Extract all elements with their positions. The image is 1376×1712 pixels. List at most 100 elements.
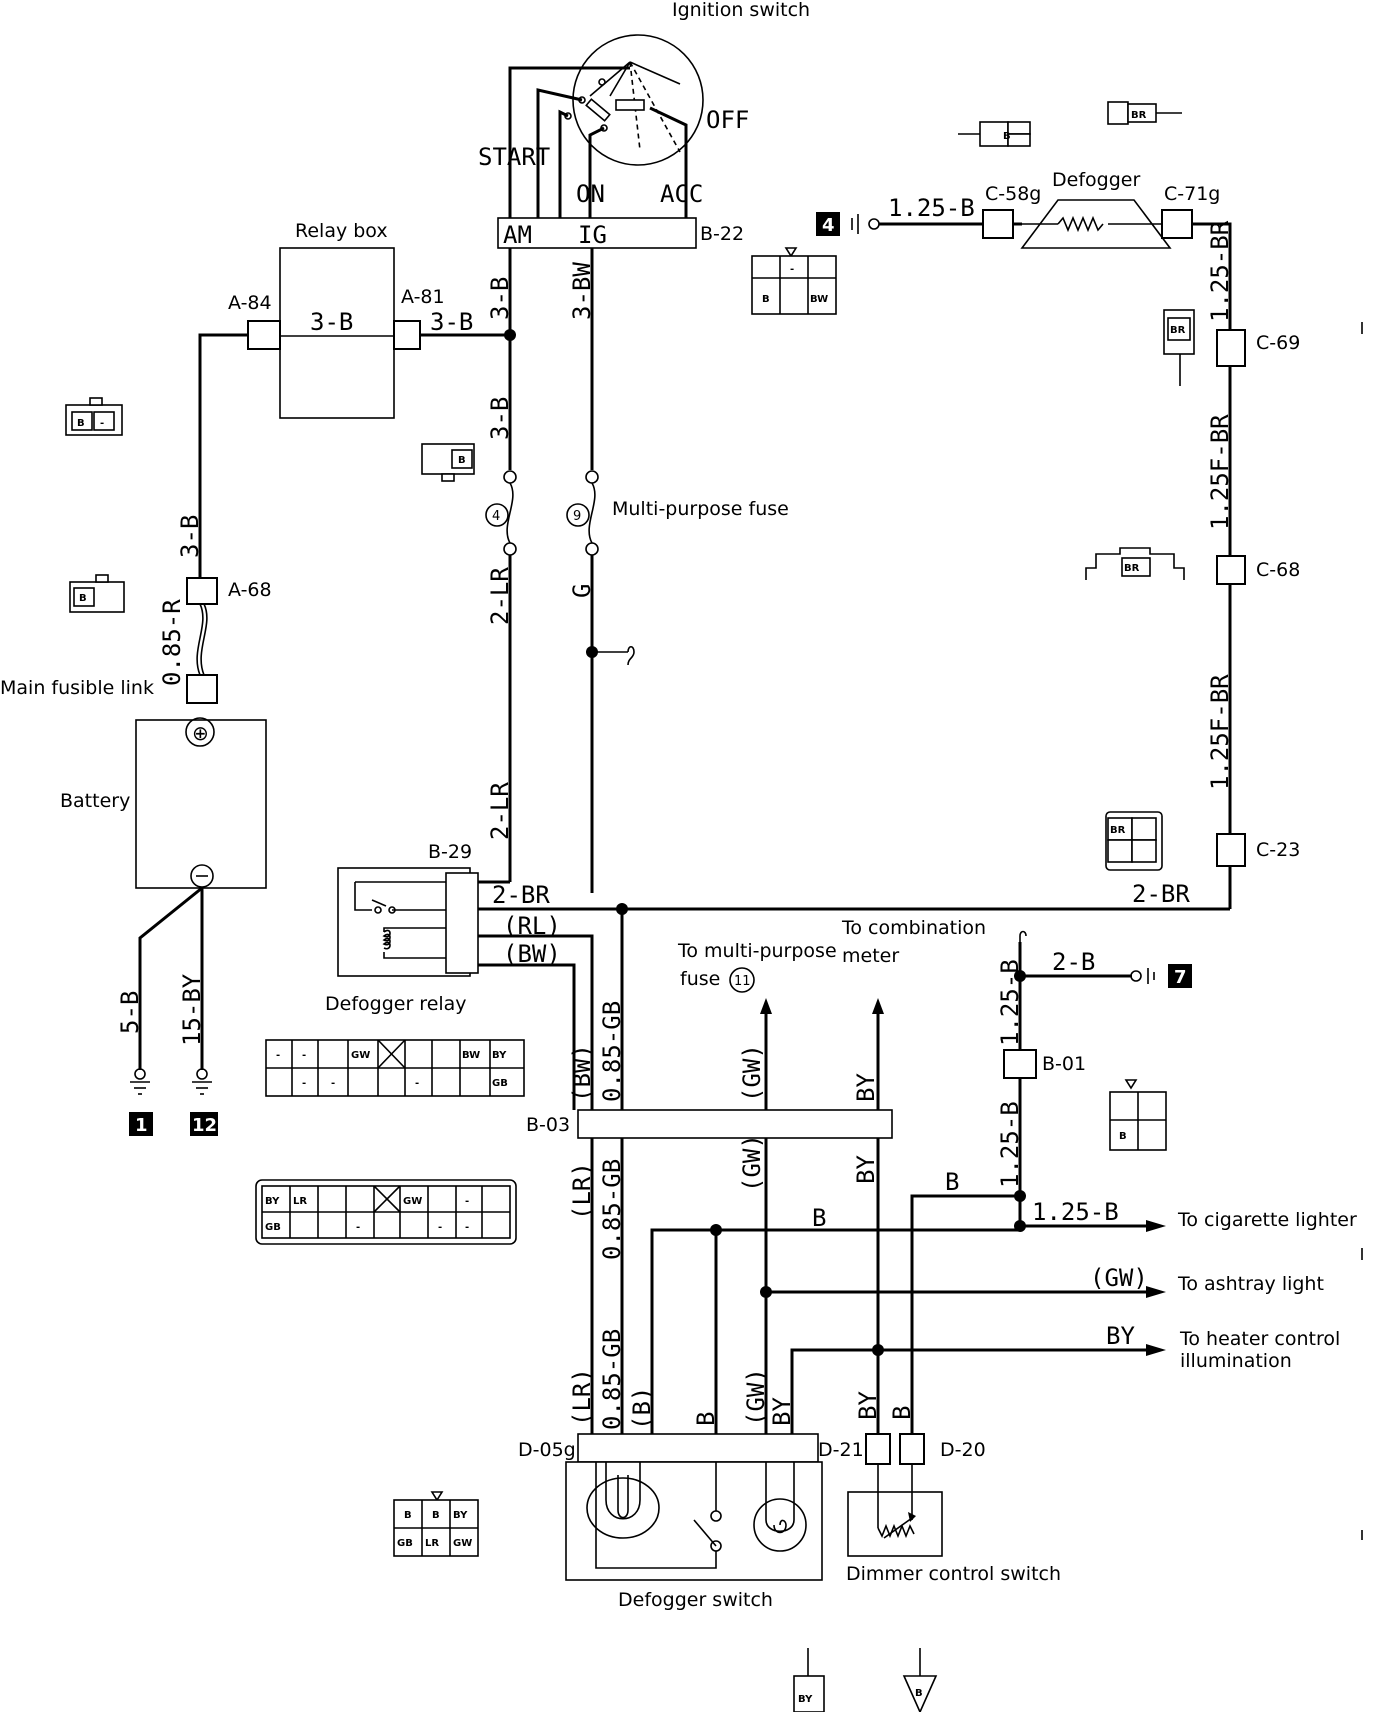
svg-text:-: - xyxy=(790,264,794,275)
off-position-label: OFF xyxy=(706,106,749,134)
mp-fuse-line1: To multi-purpose xyxy=(677,940,837,962)
svg-text:-: - xyxy=(438,1222,442,1233)
svg-text:B: B xyxy=(404,1510,412,1521)
wire-b03-gw-bot: (GW) xyxy=(738,1134,766,1192)
svg-text:-: - xyxy=(415,1078,419,1089)
connector-icon-a81: B xyxy=(421,443,475,482)
wire-fuse-in-3b: 3-B xyxy=(486,397,514,440)
connector-c69: C-69 xyxy=(1256,332,1300,354)
relay-box: Relay box A-84 A-81 3-B 3-B xyxy=(228,220,473,419)
connector-icon-a68: B xyxy=(69,574,125,613)
wire-def-125b: 1.25-B xyxy=(888,194,975,222)
defogger-switch: (LR) 0.85-GB (B) B (GW) BY D-05g Defogge… xyxy=(518,1329,823,1611)
destination-arrows-up: To multi-purpose fuse 11 To combination … xyxy=(677,917,986,1110)
multi-purpose-fuse: 4 9 Multi-purpose fuse xyxy=(485,470,789,556)
dest-heater-line2: illumination xyxy=(1180,1350,1292,1372)
wire-d20-b: B xyxy=(888,1406,916,1420)
connector-c71g: C-71g xyxy=(1164,183,1220,205)
connector-icon-c69: BR xyxy=(1163,309,1195,386)
wire-gnd-15by: 15-BY xyxy=(178,973,206,1046)
wire-d05-085gb: 0.85-GB xyxy=(598,1329,626,1430)
connector-icon-d21: BY xyxy=(793,1648,825,1712)
defogger-relay: B-29 Defogger relay xyxy=(325,841,479,1015)
wire-b03-by-top: BY xyxy=(852,1073,880,1102)
b01-circuit: 2-B 7 1.25-B B-01 1.25-B xyxy=(996,930,1192,1232)
wire-relay-rl: (RL) xyxy=(503,912,561,940)
fuse-9-number: 9 xyxy=(573,509,581,524)
wire-batt-3b: 3-B xyxy=(176,515,204,558)
defogger-switch-label: Defogger switch xyxy=(618,1589,773,1611)
svg-text:GW: GW xyxy=(403,1196,422,1207)
connector-b01: B-01 xyxy=(1042,1053,1086,1075)
ground-1-number: 1 xyxy=(135,1115,148,1136)
wire-g7-2b: 2-B xyxy=(1052,948,1095,976)
wire-d05-b1: (B) xyxy=(628,1387,656,1430)
connector-b22: B-22 xyxy=(700,223,744,245)
svg-text:BY: BY xyxy=(265,1196,280,1207)
wire-relay-3b-right: 3-B xyxy=(430,308,473,336)
connector-a84: A-84 xyxy=(228,292,272,314)
relay-box-label: Relay box xyxy=(295,220,388,242)
svg-text:BR: BR xyxy=(1131,110,1147,121)
connector-c68: C-68 xyxy=(1256,559,1300,581)
svg-text:-: - xyxy=(302,1078,306,1089)
wire-c69-125fbr: 1.25F-BR xyxy=(1206,414,1234,530)
fuse-4-number: 4 xyxy=(492,509,500,524)
wire-am-3b: 3-B xyxy=(486,277,514,320)
wire-ash-gw: (GW) xyxy=(1090,1264,1148,1292)
svg-text:-: - xyxy=(100,418,104,429)
wire-batt-085r: 0.85-R xyxy=(158,599,186,686)
defogger-relay-label: Defogger relay xyxy=(325,993,467,1015)
dest-ashtray: To ashtray light xyxy=(1177,1273,1324,1295)
wire-b03-by-bot: BY xyxy=(852,1155,880,1184)
connector-d20: D-20 xyxy=(940,1439,986,1461)
connector-icon-b01: B xyxy=(1109,1079,1167,1151)
wire-cig-b: B xyxy=(945,1168,959,1196)
svg-text:-: - xyxy=(465,1196,469,1207)
right-wire-chain: C-69 1.25F-BR C-68 1.25F-BR C-23 2-BR xyxy=(1132,329,1300,909)
wire-d05-by: BY xyxy=(768,1397,796,1426)
ignition-switch-label: Ignition switch xyxy=(672,0,810,21)
am-terminal-label: AM xyxy=(503,221,532,249)
wire-d05-b2: B xyxy=(692,1412,720,1426)
wire-cig-125b: 1.25-B xyxy=(1032,1198,1119,1226)
svg-text:-: - xyxy=(276,1050,280,1061)
svg-text:BR: BR xyxy=(1124,563,1140,574)
ignition-switch: Ignition switch START ON ACC OFF AM IG B… xyxy=(478,0,810,249)
wire-relay-in-2lr: 2-LR xyxy=(486,782,514,840)
ig-terminal-label: IG xyxy=(578,221,607,249)
svg-text:BW: BW xyxy=(810,294,828,305)
svg-text:BY: BY xyxy=(453,1510,468,1521)
dest-heater-line1: To heater control xyxy=(1179,1328,1340,1350)
svg-text:⊕: ⊕ xyxy=(192,721,209,745)
svg-text:B: B xyxy=(79,593,87,604)
defogger-label: Defogger xyxy=(1052,169,1140,191)
connector-icon-c58g: B xyxy=(958,121,1031,147)
dimmer-control-switch-label: Dimmer control switch xyxy=(846,1563,1061,1585)
dimmer-control-switch: BY B D-21 D-20 Dimmer control switch xyxy=(818,1391,1061,1585)
connector-icon-b03: BY LR GW - GB - - - xyxy=(255,1179,517,1245)
connector-icon-c68: BR xyxy=(1085,547,1185,580)
connector-b03: B-03 xyxy=(526,1114,570,1136)
multi-purpose-fuse-label: Multi-purpose fuse xyxy=(612,498,789,520)
svg-text:-: - xyxy=(331,1078,335,1089)
wire-b03-bw: (BW) xyxy=(568,1044,596,1102)
svg-text:B: B xyxy=(762,294,770,305)
connector-d21: D-21 xyxy=(818,1439,864,1461)
wire-c68-125fbr: 1.25F-BR xyxy=(1206,674,1234,790)
wire-heat-by: BY xyxy=(1106,1322,1135,1350)
connector-d05g: D-05g xyxy=(518,1439,576,1461)
svg-text:BR: BR xyxy=(1110,825,1126,836)
svg-text:-: - xyxy=(356,1222,360,1233)
svg-text:GW: GW xyxy=(351,1050,370,1061)
svg-text:BY: BY xyxy=(798,1694,813,1705)
svg-text:B: B xyxy=(1119,1131,1127,1142)
connector-icon-b29-a: - - GW BW BY - - - GB xyxy=(265,1039,525,1097)
dest-cig-lighter: To cigarette lighter xyxy=(1177,1209,1357,1231)
connector-icon-d20: B xyxy=(902,1648,938,1712)
wire-b01-top-125b: 1.25-B xyxy=(996,959,1024,1046)
wire-bottom-2br: 2-BR xyxy=(1132,880,1190,908)
svg-text:BR: BR xyxy=(1170,325,1186,336)
connector-icon-d05g: B B BY GB LR GW xyxy=(393,1491,479,1557)
svg-text:B: B xyxy=(1003,131,1011,142)
